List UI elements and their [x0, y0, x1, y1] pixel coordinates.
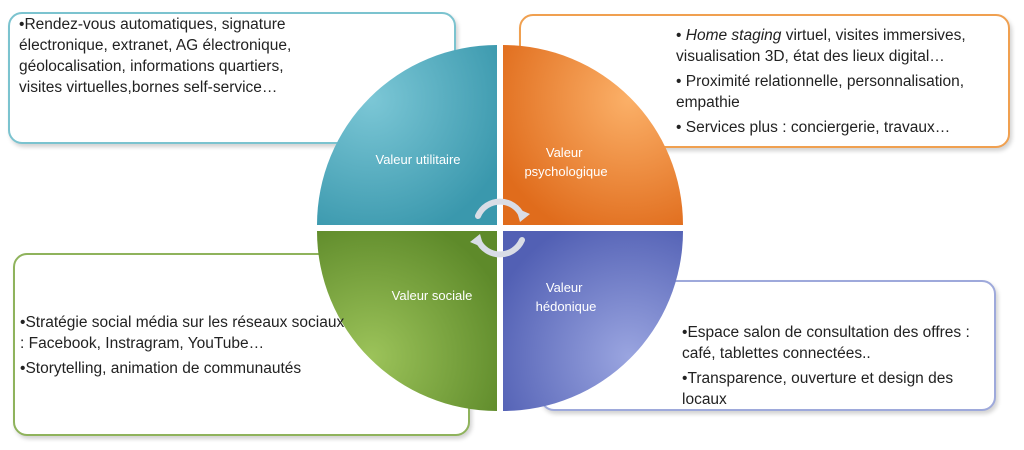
bullet-item: • Home staging virtuel, visites immersiv… [676, 27, 966, 65]
utilitaire-box [8, 12, 456, 144]
bullet-item: •Espace salon de consultation des offres… [682, 324, 970, 362]
label-sociale: Valeur sociale [392, 288, 473, 303]
label-psychologique: Valeur psychologique [524, 145, 607, 179]
arrow-head-left [470, 234, 484, 248]
bullet-item: •Stratégie social média sur les réseaux … [20, 314, 345, 352]
sociale-text: •Stratégie social média sur les réseaux … [20, 312, 350, 383]
label-hedonique: Valeur hédonique [536, 280, 597, 314]
psychologique-text: • Home staging virtuel, visites immersiv… [676, 25, 1006, 142]
quadrant-psychologique [503, 45, 683, 225]
arrow-head-right [516, 208, 530, 222]
cycle-arrows-icon [475, 198, 525, 258]
label-utilitaire: Valeur utilitaire [375, 152, 460, 167]
bullet-item: • Services plus : conciergerie, travaux… [676, 119, 951, 136]
quadrant-sociale [317, 231, 497, 411]
quadrant-hedonique [503, 231, 683, 411]
bullet-item: •Transparence, ouverture et design des l… [682, 370, 954, 408]
bullet-item: •Storytelling, animation de communautés [20, 360, 302, 377]
quadrant-utilitaire [317, 45, 497, 225]
utilitaire-text: •Rendez-vous automatiques, signature éle… [19, 14, 319, 102]
bullet-item: •Rendez-vous automatiques, signature éle… [19, 16, 292, 96]
hedonique-text: •Espace salon de consultation des offres… [682, 322, 987, 414]
bullet-item: • Proximité relationnelle, personnalisat… [676, 73, 965, 111]
